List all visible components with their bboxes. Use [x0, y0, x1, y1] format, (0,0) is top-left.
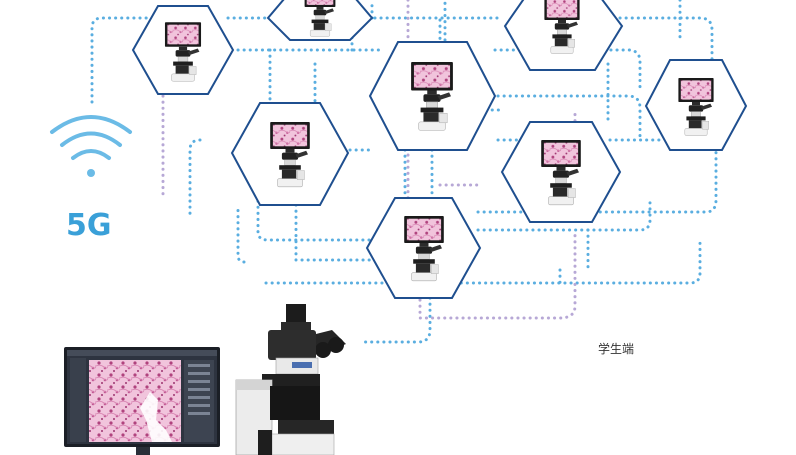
monitor-icon: [64, 347, 220, 455]
hex-node-5: [644, 59, 748, 151]
hex-node-2: [266, 0, 374, 41]
hex-node-8: [365, 197, 482, 299]
network-lines-purple: [161, 0, 577, 320]
hex-node-1: [131, 5, 235, 95]
hex-node-7: [500, 121, 622, 223]
hex-node-6: [230, 102, 350, 206]
student-label: 学生端: [598, 342, 635, 356]
hex-node-3: [503, 0, 624, 71]
wifi-signal-icon: [50, 115, 132, 177]
hex-node-4: [368, 41, 497, 151]
network-lines-blue: [90, 0, 718, 344]
microscope-icon: [235, 304, 346, 455]
network-label: 5G: [66, 208, 112, 243]
